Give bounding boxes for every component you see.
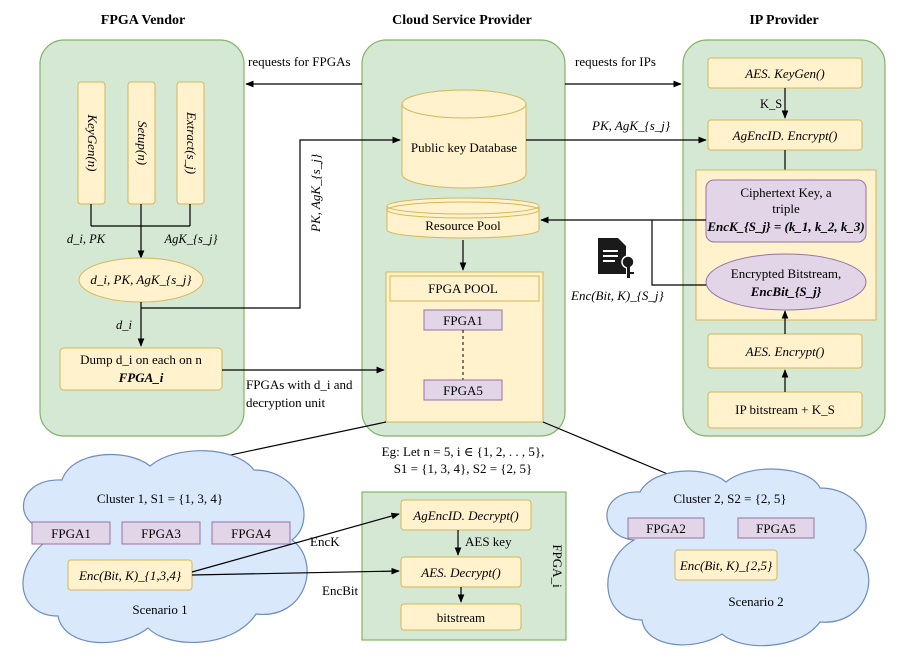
resource-pool-label: Resource Pool [425, 218, 501, 233]
dump-box [59, 347, 223, 391]
document-key-icon [598, 238, 635, 278]
database-label: Public key Database [411, 140, 517, 155]
encrypted-bitstream-ellipse [705, 253, 867, 311]
dump-label-line2: FPGA_i [118, 370, 164, 385]
dump-label-line1: Dump d_i on each on n [80, 352, 202, 367]
bitstream-label: bitstream [437, 610, 485, 625]
request-fpgas-label: requests for FPGAs [248, 54, 351, 69]
cluster2-fpga2 [627, 517, 705, 539]
cluster2-fpga5 [737, 517, 815, 539]
agencid-decrypt-box [400, 499, 532, 531]
example-line1: Eg: Let n = 5, i ∈ {1, 2, . . , 5}, [382, 444, 545, 459]
cluster1-cloud [22, 450, 308, 644]
setup-label: Setup(n) [135, 121, 150, 165]
pk-agk-top-label: PK, AgK_{s_j} [591, 118, 671, 133]
agk-label: AgK_{s_j} [163, 232, 217, 246]
encbs-line2: EncBit_{S_j} [750, 284, 822, 299]
key-bundle-label: d_i, PK, AgK_{s_j} [90, 272, 192, 287]
fpgas-with-line1: FPGAs with d_i and [246, 377, 353, 392]
agencid-encrypt-label: AgEncID. Encrypt() [732, 128, 838, 143]
extract-label: Extract(s_j) [184, 111, 199, 174]
cluster2-enc-box [674, 549, 778, 581]
request-ips-label: requests for IPs [575, 54, 656, 69]
fpga-pool-label: FPGA POOL [428, 281, 498, 296]
cluster1-enc-label: Enc(Bit, K)_{1,3,4} [78, 568, 182, 583]
pk-to-database-arrow [141, 136, 401, 309]
keygen-label: KeyGen(n) [85, 113, 100, 171]
fpga-pool-header [389, 275, 540, 302]
header-fpga-vendor: FPGA Vendor [101, 13, 185, 28]
cluster1-fpga3-label: FPGA3 [141, 526, 181, 541]
agencid-decrypt-label: AgEncID. Decrypt() [412, 508, 518, 523]
ciphertext-line2: triple [772, 201, 800, 216]
fpga1-label: FPGA1 [443, 313, 483, 328]
fpga-i-label: FPGA_i [550, 544, 565, 588]
aes-decrypt-label: AES. Decrypt() [420, 565, 500, 580]
example-line2: S1 = {1, 3, 4}, S2 = {2, 5} [394, 461, 533, 476]
fpga5-label: FPGA5 [443, 383, 483, 398]
fpgas-with-line2: decryption unit [246, 395, 325, 410]
enck-label: EncK [310, 534, 340, 549]
cluster1-fpga3 [121, 521, 201, 545]
bitstream-box [400, 603, 522, 631]
encbs-line1: Encrypted Bitstream, [731, 266, 841, 281]
cluster2-fpga5-label: FPGA5 [756, 521, 796, 536]
ip-bitstream-label: IP bitstream + K_S [735, 402, 835, 417]
cluster1-fpga1-label: FPGA1 [51, 526, 91, 541]
cluster1-scenario: Scenario 1 [132, 602, 187, 617]
cluster2-scenario: Scenario 2 [728, 594, 783, 609]
cluster1-fpga4 [211, 521, 291, 545]
enc-bit-k-label: Enc(Bit, K)_{S_j} [570, 288, 665, 303]
ks-label: K_S [760, 97, 782, 111]
cluster1-title: Cluster 1, S1 = {1, 3, 4} [97, 491, 223, 506]
aes-keygen-label: AES. KeyGen() [744, 66, 824, 81]
pk-agk-rotated-label: PK, AgK_{s_j} [308, 153, 323, 233]
aes-encrypt-label: AES. Encrypt() [745, 344, 825, 359]
fpga5-box [423, 379, 503, 401]
header-ip-provider: IP Provider [749, 13, 818, 28]
ciphertext-line3: EncK_{S_j} = (k_1, k_2, k_3) [706, 219, 864, 234]
cluster2-enc-label: Enc(Bit, K)_{2,5} [679, 558, 773, 573]
bitstream-to-pool-line [651, 220, 706, 286]
di-label: d_i [116, 318, 133, 332]
resource-pool [386, 197, 540, 239]
encbit-arrow [191, 567, 400, 576]
public-key-database [401, 89, 527, 189]
ciphertext-line1: Ciphertext Key, a [740, 185, 831, 200]
cluster2-fpga2-label: FPGA2 [646, 521, 686, 536]
header-cloud-service-provider: Cloud Service Provider [392, 13, 532, 28]
encbit-label: EncBit [322, 583, 358, 598]
aes-key-label: AES key [465, 534, 512, 549]
ciphertext-key-box [705, 179, 867, 243]
enck-arrow [191, 512, 400, 573]
di-pk-label: d_i, PK [67, 232, 106, 246]
cluster1-fpga4-label: FPGA4 [231, 526, 271, 541]
cluster2-title: Cluster 2, S2 = {2, 5} [673, 491, 786, 506]
cluster1-fpga1 [31, 521, 111, 545]
